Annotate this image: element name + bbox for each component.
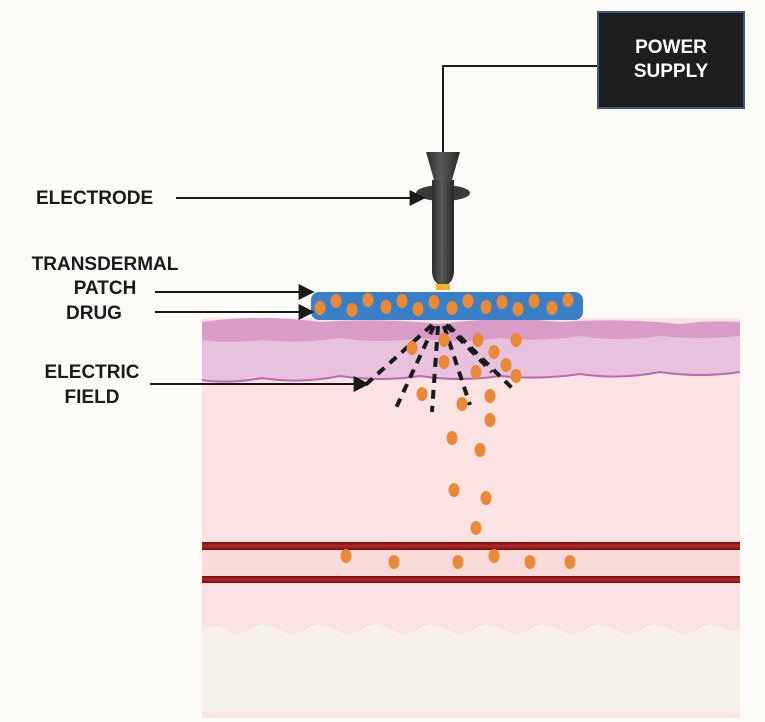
drug-particle — [388, 555, 400, 569]
drug-particle — [396, 294, 408, 308]
electrode-label: ELECTRODE — [36, 188, 154, 209]
drug-particle — [416, 387, 428, 401]
drug-particle — [452, 555, 464, 569]
diffusing-drug-particles — [340, 333, 576, 569]
drug-particle — [462, 294, 474, 308]
electric-field-label-line1: ELECTRIC — [44, 362, 140, 383]
drug-particle — [512, 302, 524, 316]
drug-particle — [510, 333, 522, 347]
electric-field-label-line2: FIELD — [64, 387, 120, 408]
electric-field-lines — [360, 323, 514, 413]
power-wire — [442, 65, 597, 155]
drug-particle — [412, 302, 424, 316]
drug-particle — [448, 483, 460, 497]
patch-drug-particles — [314, 293, 574, 317]
drug-particle — [524, 555, 536, 569]
drug-particle — [484, 413, 496, 427]
drug-particle — [562, 293, 574, 307]
drug-particle — [484, 389, 496, 403]
epidermis-boundary — [201, 370, 741, 383]
drug-particle — [488, 549, 500, 563]
drug-particle — [380, 300, 392, 314]
drug-particle — [528, 294, 540, 308]
blood-vessel-lumen — [202, 550, 740, 576]
power-supply-label-line1: POWER — [635, 37, 707, 58]
drug-particle — [510, 369, 522, 383]
power-supply-box: POWER SUPPLY — [597, 11, 745, 109]
transdermal-patch-label-line1: TRANSDERMAL — [31, 254, 179, 275]
drug-particle — [546, 301, 558, 315]
drug-particle — [470, 521, 482, 535]
drug-particle — [480, 491, 492, 505]
drug-particle — [496, 295, 508, 309]
drug-particle — [456, 397, 468, 411]
drug-label: DRUG — [66, 303, 122, 324]
drug-particle — [474, 443, 486, 457]
drug-particle — [362, 293, 374, 307]
drug-particle — [406, 341, 418, 355]
drug-particle — [480, 300, 492, 314]
drug-particle — [330, 294, 342, 308]
drug-particle — [472, 333, 484, 347]
drug-particle — [340, 549, 352, 563]
drug-particle — [314, 301, 326, 315]
drug-particle — [438, 355, 450, 369]
electrode — [416, 152, 470, 290]
skin-tissue — [201, 318, 741, 718]
transdermal-patch-label: TRANSDERMAL PATCH — [22, 254, 188, 300]
power-supply-label-line2: SUPPLY — [633, 61, 709, 82]
stratum-corneum — [202, 318, 740, 342]
drug-particle — [500, 358, 512, 372]
drug-particle — [346, 303, 358, 317]
drug-particle — [488, 345, 500, 359]
electric-field-label: ELECTRIC FIELD — [40, 362, 144, 409]
hypodermis-layer — [202, 624, 740, 712]
blood-vessel-wall-top — [202, 542, 740, 550]
drug-particle — [564, 555, 576, 569]
blood-vessel-wall-bottom — [202, 576, 740, 583]
drug-particle — [438, 333, 450, 347]
drug-particle — [446, 431, 458, 445]
drug-particle — [470, 365, 482, 379]
drug-particle — [428, 295, 440, 309]
drug-particle — [446, 301, 458, 315]
transdermal-patch-label-line2: PATCH — [73, 278, 137, 299]
